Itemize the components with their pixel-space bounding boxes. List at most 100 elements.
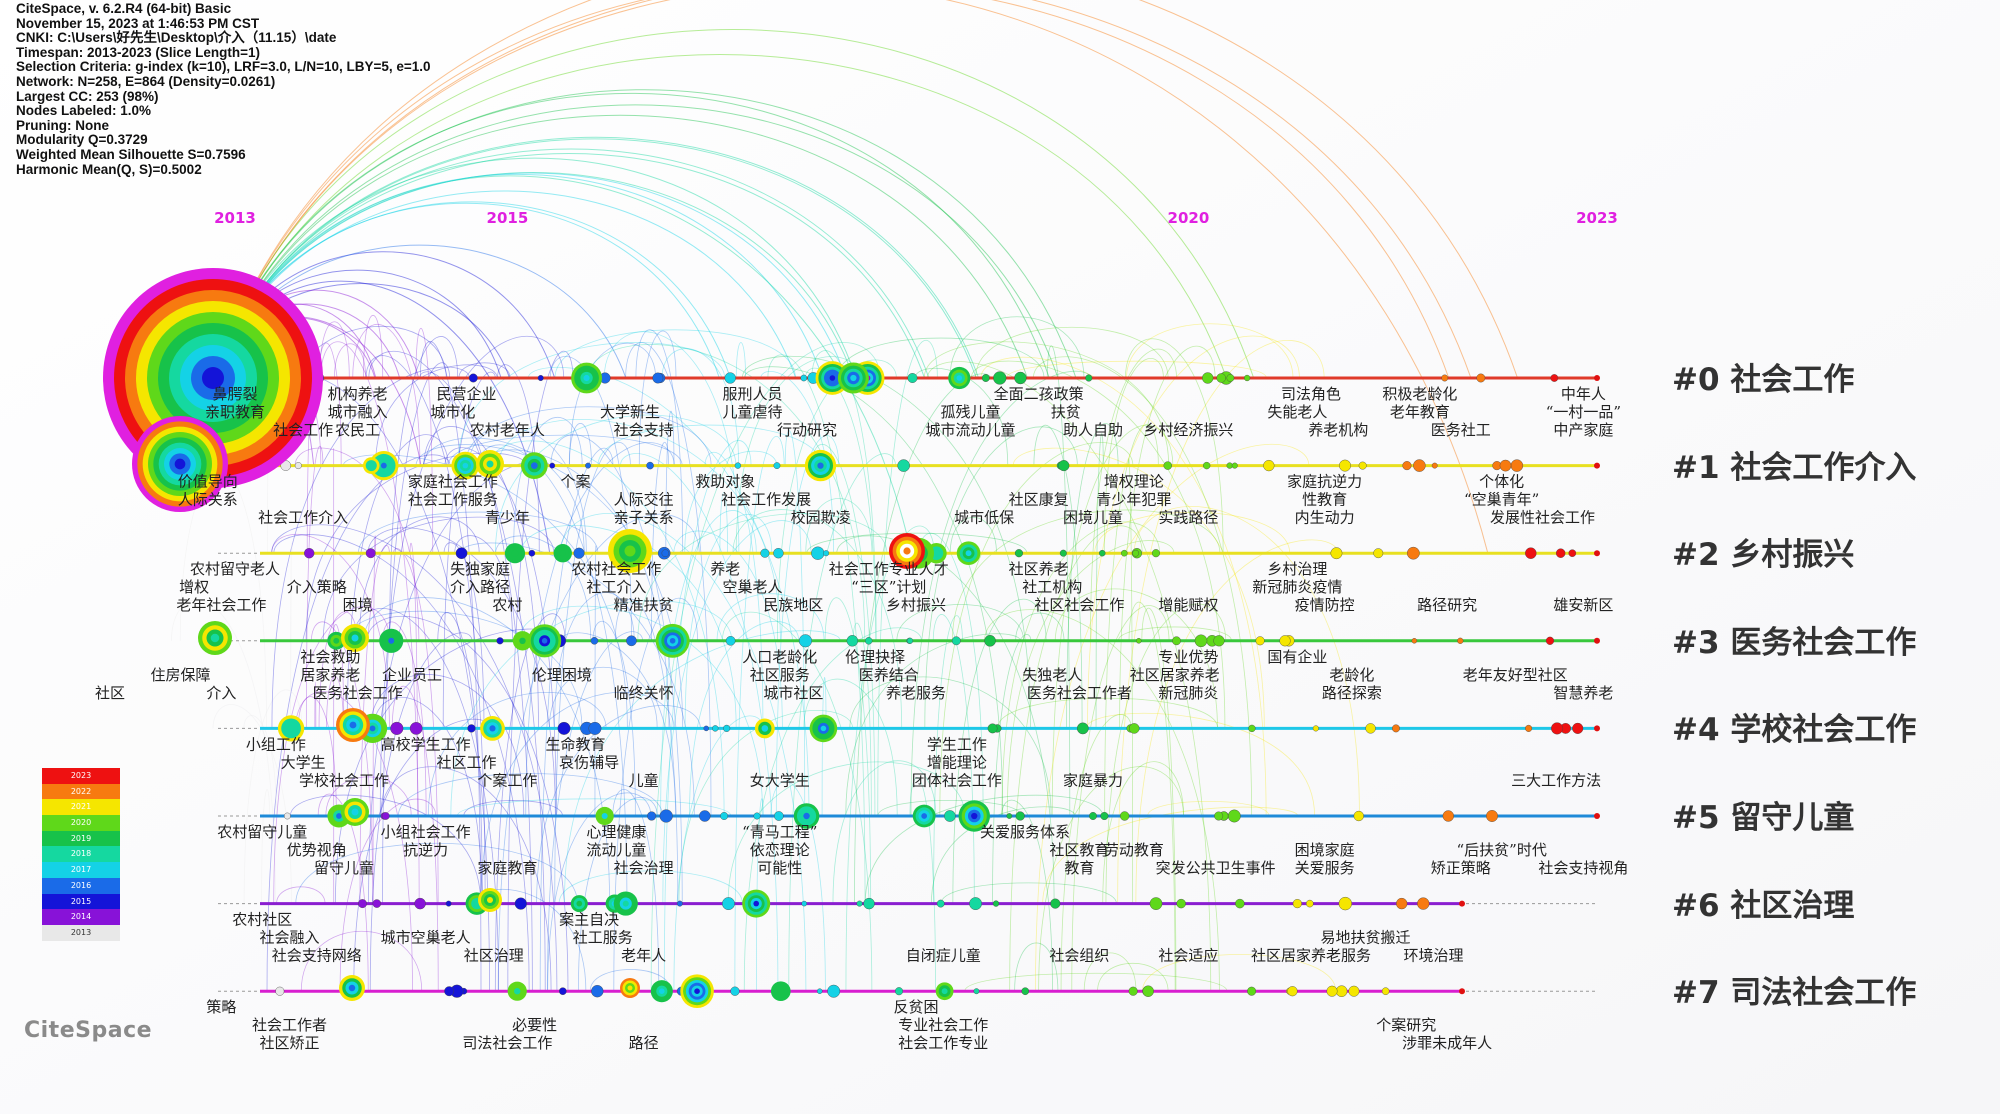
keyword-label: 女大学生 [750,771,810,789]
co-occurrence-arc [352,608,499,992]
co-occurrence-arc [1124,338,1224,554]
keyword-node [722,897,735,911]
co-occurrence-arc [463,800,563,817]
keyword-node [467,724,476,733]
co-occurrence-arc [661,348,740,466]
co-occurrence-arc [495,535,592,641]
keyword-label: 农村社会工作 [571,560,661,578]
keyword-label: 伦理困境 [532,666,592,684]
keyword-node [951,636,961,646]
keyword-label: 社区教育 [1049,841,1109,859]
keyword-node-ring [514,988,521,995]
keyword-node [1568,549,1577,558]
keyword-node [1365,723,1376,734]
keyword-label: 农村留守儿童 [217,823,307,841]
co-occurrence-arc [550,434,683,904]
major-node-ring [351,808,359,816]
keyword-node [1136,638,1142,644]
co-occurrence-arc [319,321,350,379]
keyword-label: 社会工作发展 [721,491,811,509]
keyword-node [1214,811,1224,821]
keyword-label: 学校社会工作 [299,771,389,789]
keyword-node [800,374,808,382]
co-occurrence-arc [1006,360,1267,379]
co-occurrence-arc [271,366,470,729]
keyword-node [1525,547,1537,559]
legend-swatch: 2013 [42,924,120,941]
timeline-end-node [1594,637,1600,644]
keyword-node [1089,812,1097,820]
year-label: 2020 [1168,209,1210,227]
keyword-node [1339,459,1351,472]
keyword-label: “青马工程” [742,823,817,841]
info-line: Network: N=258, E=864 (Density=0.0261) [16,73,276,89]
co-occurrence-arc [1117,626,1232,641]
keyword-label: 社会支持网络 [272,947,362,965]
keyword-node-ring [921,813,928,819]
co-occurrence-arc [930,806,1076,904]
keyword-node [801,900,807,907]
citespace-logo: CiteSpace [24,1018,153,1043]
citation-arc [212,54,1227,379]
keyword-label: 团体社会工作 [912,771,1002,789]
keyword-label: 社会救助 [300,648,360,666]
keyword-node-ring [941,988,948,995]
keyword-node [1335,985,1348,997]
major-node-ring [174,458,186,470]
co-occurrence-arc [459,542,695,817]
co-occurrence-arc [273,534,530,992]
keyword-label: 社会组织 [1049,947,1109,965]
keyword-node-ring [489,725,496,732]
info-line: CNKI: C:\Users\好先生\Desktop\介入（11.15）\dat… [16,30,337,46]
co-occurrence-arc [594,545,597,817]
keyword-label: 小组社会工作 [381,823,471,841]
keyword-label: 中年人 [1561,385,1606,403]
keyword-label: 社会工作 [273,421,333,439]
co-occurrence-arc [375,364,498,466]
keyword-node [1499,459,1512,472]
keyword-label: 介入路径 [450,578,510,596]
co-occurrence-arc [419,371,533,992]
co-occurrence-arc [662,520,812,904]
keyword-node-ring [622,900,629,907]
co-occurrence-arc [620,453,779,992]
keyword-node-ring [576,900,583,907]
legend-swatch: 2020 [42,815,120,831]
co-occurrence-arc [836,535,1055,904]
keyword-node [1021,987,1030,996]
keyword-node-ring [829,375,836,381]
co-occurrence-arc [1104,424,1159,817]
info-line: Pruning: None [16,117,109,133]
co-occurrence-arc [1102,761,1185,904]
co-occurrence-arc [342,454,628,729]
keyword-node [1121,549,1128,557]
keyword-labels: 鼻腭裂机构养老民营企业服刑人员全面二孩政策司法角色积极老龄化中年人亲职教育城市融… [95,385,1628,1052]
co-occurrence-arc [558,870,743,904]
keyword-label: 发展性社会工作 [1490,509,1595,527]
keyword-node [1402,461,1412,471]
co-occurrence-arc [811,443,876,817]
keyword-label: 性教育 [1302,491,1347,509]
info-line: November 15, 2023 at 1:46:53 PM CST [16,15,260,31]
keyword-node [1373,548,1384,559]
keyword-label: 人际交往 [614,491,674,509]
keyword-label: 困境家庭 [1295,841,1355,859]
co-occurrence-arc [1033,356,1253,817]
keyword-node [712,725,719,732]
keyword-label: 案主自决 [559,911,619,929]
citation-arc [212,114,1028,379]
keyword-label: 三大工作方法 [1511,771,1601,789]
keyword-node [1059,549,1067,557]
keyword-node [1338,896,1352,911]
keyword-label: 抗逆力 [403,841,448,859]
keyword-node [1292,899,1302,909]
keyword-node [358,899,367,909]
keyword-node [730,986,740,996]
keyword-node [1287,986,1298,997]
keyword-node [724,372,736,384]
co-occurrence-arc [456,798,732,817]
info-line: Modularity Q=0.3729 [16,132,148,148]
keyword-label: 农民工 [335,421,380,439]
keyword-node [1306,899,1314,908]
